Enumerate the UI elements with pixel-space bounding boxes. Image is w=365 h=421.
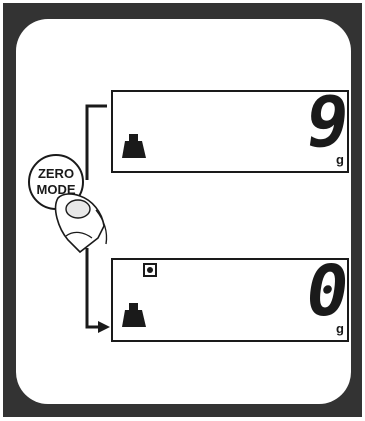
display-unit: g (336, 152, 344, 167)
button-label-line1: ZERO (38, 166, 74, 181)
lcd-display-top: 9 g (112, 81, 354, 172)
lcd-display-bottom: 0 g (112, 250, 354, 341)
display-unit: g (336, 321, 344, 336)
